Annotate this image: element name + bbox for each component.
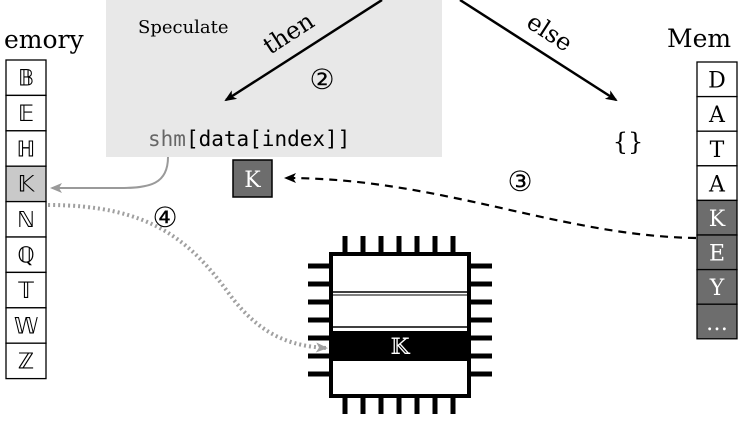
right-memory-cell-label: Y: [709, 276, 725, 301]
left-memory-cell-label: ℍ: [17, 137, 36, 162]
right-memory-column: DATAKEY…: [696, 61, 738, 340]
cpu-pins: [308, 236, 492, 414]
step-2-label: ②: [309, 63, 334, 96]
load-arrow: [50, 156, 169, 193]
right-memory-cell: [696, 199, 738, 236]
cpu-pin: [308, 299, 331, 305]
left-memory-cell: [5, 94, 47, 132]
right-memory-cell-label: A: [708, 172, 726, 197]
left-memory-cell-label: 𝕎: [14, 314, 38, 339]
cpu-pin: [469, 263, 492, 269]
cpu-pin: [469, 353, 492, 359]
cpu-pin: [396, 236, 402, 254]
cpu-pin: [308, 317, 331, 323]
step-4-label: ④: [152, 201, 177, 234]
cached-value-label: K: [244, 168, 261, 193]
cpu-pin: [469, 299, 492, 305]
left-memory-cell-label: 𝕂: [18, 173, 36, 198]
left-memory-cell-label: ℕ: [17, 208, 35, 233]
right-memory-cell: [696, 165, 738, 202]
left-memory-cell-label: ℚ: [17, 243, 34, 268]
cpu-pin: [308, 353, 331, 359]
cpu-pin: [414, 236, 420, 254]
cpu-pin: [308, 263, 331, 269]
left-memory-cell: [5, 342, 47, 380]
else-arrow: [459, 0, 618, 102]
right-memory-cell-label: A: [708, 103, 726, 128]
cpu-pin: [360, 396, 366, 414]
right-memory-cell-label: T: [710, 138, 725, 163]
cpu-chip: 𝕂: [308, 236, 492, 414]
step-3-label: ③: [507, 165, 532, 198]
cpu-pin: [469, 371, 492, 377]
fetch-arrow: [284, 173, 697, 240]
left-memory-cell: [5, 236, 47, 274]
left-memory-cell-label: 𝔹: [18, 66, 34, 91]
right-memory-cell: [696, 268, 738, 305]
cpu-pin: [396, 396, 402, 414]
right-memory-cell: [696, 303, 738, 340]
cpu-pin: [378, 396, 384, 414]
left-memory-cell: [5, 271, 47, 309]
left-memory-cell-label: 𝔼: [18, 102, 34, 127]
right-memory-cell-label: …: [706, 311, 728, 336]
cpu-cache-line-label: 𝕂: [390, 335, 410, 360]
cpu-cache-line-highlight: [331, 331, 469, 361]
cpu-body: [329, 252, 471, 398]
cpu-pin: [378, 236, 384, 254]
else-body: {}: [613, 128, 644, 156]
left-memory-cell: [5, 130, 47, 167]
then-arrow: [224, 0, 383, 102]
cpu-pin: [414, 396, 420, 414]
cpu-pin: [469, 281, 492, 287]
cpu-pin: [308, 371, 331, 377]
cpu-pin: [360, 236, 366, 254]
cpu-pin: [342, 396, 348, 414]
cpu-pin: [308, 335, 331, 341]
code-prefix: shm: [148, 127, 186, 151]
speculate-title: Speculate: [138, 17, 229, 38]
cpu-pin: [450, 236, 456, 254]
right-memory-cell-label: E: [709, 242, 725, 267]
cpu-pin: [342, 236, 348, 254]
left-memory-label: emory: [4, 25, 85, 54]
else-label: else: [522, 8, 578, 58]
speculate-region: [106, 0, 442, 157]
left-memory-cell: [5, 200, 47, 238]
left-memory-cell-label: ℤ: [18, 350, 34, 375]
code-rest: [data[index]]: [186, 127, 350, 151]
cache-arrow: [47, 203, 328, 353]
cpu-pin: [432, 236, 438, 254]
cpu-pin: [469, 317, 492, 323]
right-memory-cell-label: D: [708, 69, 726, 94]
cached-value-box: [232, 159, 273, 198]
left-memory-cell-label: 𝕋: [17, 279, 34, 304]
right-memory-cell-label: K: [709, 207, 726, 232]
speculate-code: shm[data[index]]: [148, 127, 350, 151]
cpu-pin: [432, 396, 438, 414]
cpu-pin: [308, 281, 331, 287]
cpu-pin: [469, 335, 492, 341]
cpu-pin: [450, 396, 456, 414]
right-memory-label: Mem: [667, 24, 731, 53]
